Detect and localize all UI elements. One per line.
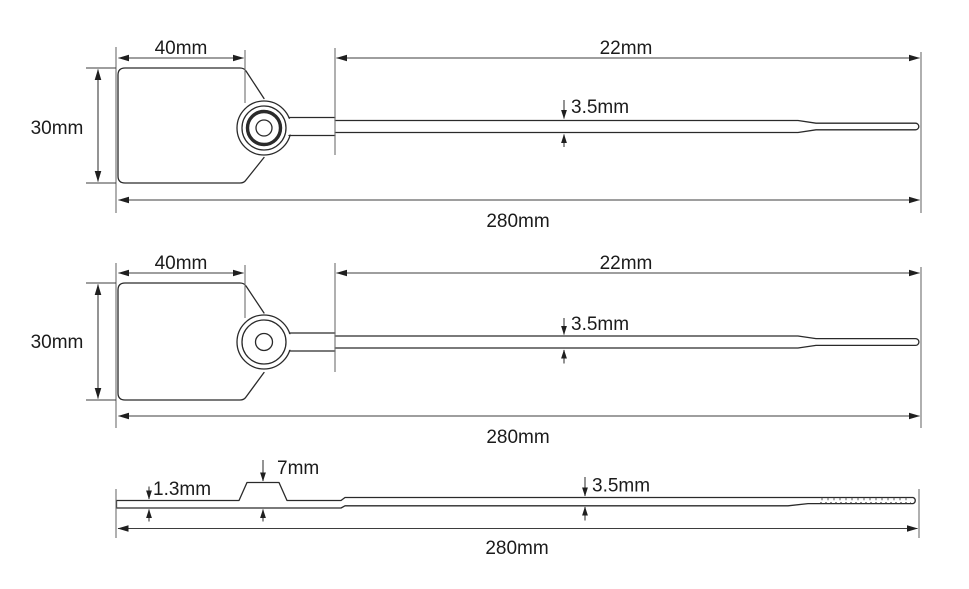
head-outer-circle xyxy=(241,105,287,151)
height-dimension-label: 30mm xyxy=(31,118,84,139)
view-top-double-ring: 40mm 22mm 30mm 3.5mm 280mm xyxy=(31,38,922,232)
head-lock-ring xyxy=(245,109,283,147)
head-collar-mask xyxy=(287,334,336,350)
height-dimension-label: 30mm xyxy=(31,332,84,353)
overall-dimension-label: 280mm xyxy=(486,211,549,232)
overall-dimension-label: 280mm xyxy=(486,427,549,448)
label-tag-outline xyxy=(117,282,265,401)
view-side-profile: 1.3mm 7mm 3.5mm 280mm xyxy=(115,458,920,559)
head-width-label: 7mm xyxy=(277,458,319,479)
strap-width-label: 3.5mm xyxy=(571,314,629,335)
strap-outline xyxy=(334,119,920,134)
strap-width-label: 3.5mm xyxy=(571,97,629,118)
tail-dimension-label: 22mm xyxy=(600,38,653,59)
strap-outline xyxy=(334,335,920,349)
width-dimension-label: 40mm xyxy=(155,253,208,274)
head-outer-circle xyxy=(241,319,287,365)
head-collar-mask xyxy=(287,118,336,135)
strap-width-label: 3.5mm xyxy=(592,476,650,497)
seal-head-boss xyxy=(236,314,292,370)
head-center-hole xyxy=(254,332,274,352)
tail-dimension-label: 22mm xyxy=(600,253,653,274)
strap-serration-ticks xyxy=(821,497,907,501)
view-top-single-ring: 40mm 22mm 30mm 3.5mm 280mm xyxy=(31,253,922,448)
seal-head-boss xyxy=(236,100,292,156)
thickness-label: 1.3mm xyxy=(153,479,211,500)
overall-dimension-label: 280mm xyxy=(485,538,548,559)
width-dimension-label: 40mm xyxy=(155,38,208,59)
head-center-hole xyxy=(255,119,273,137)
side-profile-outline xyxy=(115,481,916,509)
label-tag-outline xyxy=(117,67,265,184)
